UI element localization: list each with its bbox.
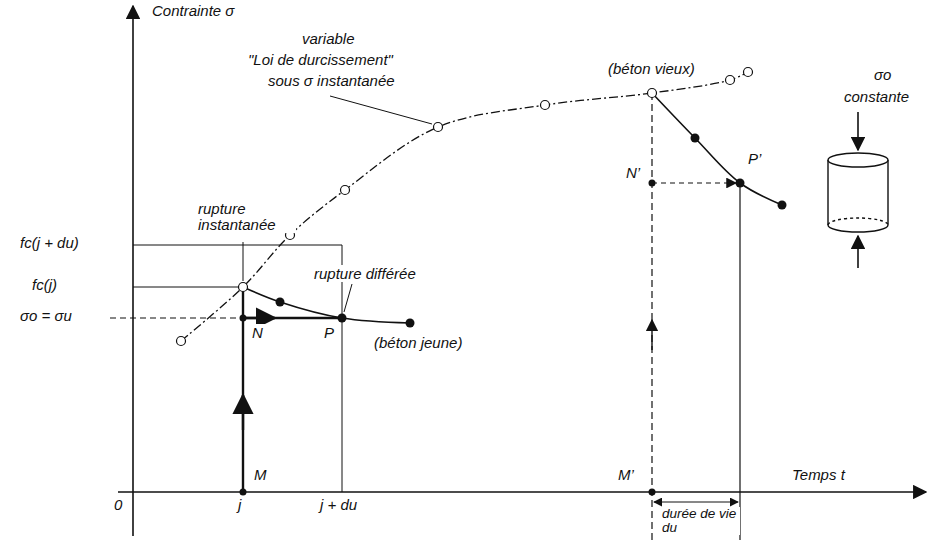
point-m bbox=[649, 489, 656, 496]
loading-arrow bbox=[651, 320, 652, 350]
curve-note: variable bbox=[300, 30, 357, 47]
instant-test-point bbox=[648, 89, 657, 98]
delayed-test-point bbox=[338, 314, 347, 323]
lifetime-dimension bbox=[654, 502, 738, 503]
load-label: σo bbox=[872, 66, 893, 83]
load-arrow bbox=[857, 236, 859, 268]
annotation: rupture instantanée bbox=[196, 201, 296, 233]
axis-value: j bbox=[236, 496, 243, 513]
load-label: constante bbox=[842, 88, 911, 105]
axis-value: 0 bbox=[112, 496, 124, 513]
creep-path bbox=[243, 317, 338, 319]
point-label: P’ bbox=[746, 150, 763, 167]
strength-line bbox=[133, 245, 342, 246]
point-label: P bbox=[322, 324, 336, 341]
instant-test-point bbox=[239, 283, 248, 292]
point-n bbox=[240, 315, 247, 322]
instant-test-point bbox=[726, 76, 735, 85]
loading-arrow bbox=[242, 395, 244, 430]
creep-arrow bbox=[652, 182, 736, 183]
point-label: M’ bbox=[616, 466, 636, 483]
cylinder-specimen bbox=[828, 153, 888, 232]
leader-line bbox=[344, 284, 352, 312]
stress-level bbox=[110, 317, 243, 318]
point-m bbox=[240, 489, 247, 496]
hardening-curve bbox=[181, 72, 748, 341]
delayed-failure-curve bbox=[652, 93, 782, 205]
delayed-test-point bbox=[736, 179, 745, 188]
axis-title: Temps t bbox=[790, 466, 847, 483]
curve-note: sous σ instantanée bbox=[266, 72, 397, 89]
leader-line bbox=[243, 242, 244, 281]
dimension-label: durée de vie du bbox=[660, 507, 740, 535]
instant-test-point bbox=[541, 101, 550, 110]
annotation: (béton jeune) bbox=[372, 334, 464, 351]
point-n bbox=[649, 180, 656, 187]
delayed-test-point bbox=[778, 201, 787, 210]
strength-line bbox=[133, 287, 243, 288]
axis-value: fc(j) bbox=[30, 276, 59, 293]
time-axis bbox=[118, 491, 926, 493]
axis-value: j + du bbox=[318, 496, 359, 513]
annotation: rupture différée bbox=[312, 265, 418, 282]
delayed-test-point bbox=[691, 134, 700, 143]
instant-test-point bbox=[177, 337, 186, 346]
instant-test-point bbox=[434, 123, 443, 132]
creep-arrow bbox=[243, 317, 275, 319]
axis-title: Contrainte σ bbox=[150, 2, 236, 19]
point-label: M bbox=[252, 466, 269, 483]
axis-value: σo = σu bbox=[18, 307, 74, 324]
annotation: (béton vieux) bbox=[606, 60, 697, 77]
instant-test-point bbox=[744, 68, 753, 77]
load-arrow bbox=[857, 112, 859, 150]
point-label: N bbox=[250, 324, 265, 341]
delayed-failure-curve bbox=[243, 287, 410, 323]
delayed-test-point bbox=[276, 298, 285, 307]
failure-time bbox=[739, 183, 740, 540]
stress-axis bbox=[132, 6, 134, 536]
leader-line bbox=[330, 96, 432, 124]
instant-test-point bbox=[341, 186, 350, 195]
curve-note: "Loi de durcissement" bbox=[246, 51, 395, 68]
loading-path bbox=[651, 93, 652, 540]
point-label: N’ bbox=[624, 164, 642, 181]
delayed-test-point bbox=[406, 319, 415, 328]
axis-value: fc(j + du) bbox=[18, 234, 81, 251]
